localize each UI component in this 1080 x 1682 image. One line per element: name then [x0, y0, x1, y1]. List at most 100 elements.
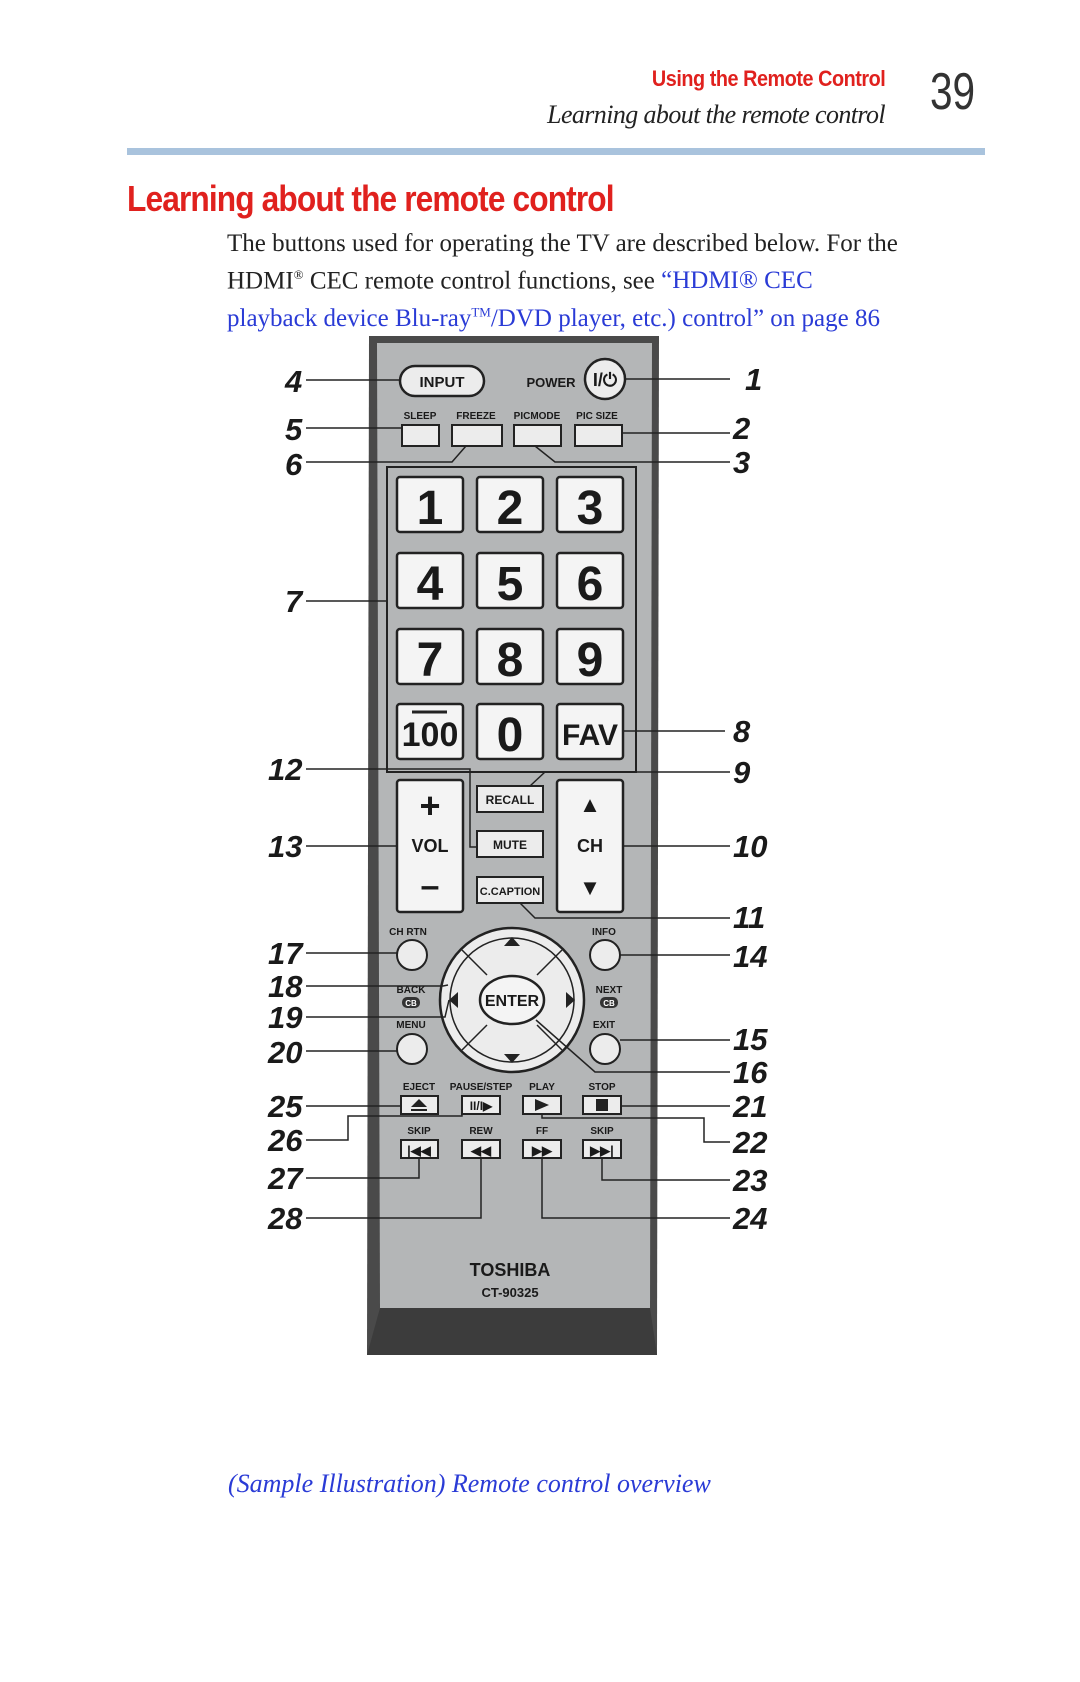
- dpad-divider: [461, 1024, 488, 1051]
- digit-0-label: 0: [497, 709, 524, 762]
- power-label: POWER: [526, 375, 576, 390]
- next-cb-label: CB: [603, 999, 615, 1008]
- hdmi-cec-link-c: /DVD player, etc.) control”: [490, 304, 765, 332]
- vol-label: VOL: [411, 836, 448, 856]
- digit-5-label: 5: [497, 558, 524, 611]
- mute-label: MUTE: [493, 838, 527, 852]
- callout-13: 13: [268, 829, 302, 864]
- back-label: BACK: [397, 985, 427, 996]
- brand-logo: TOSHIBA: [470, 1260, 551, 1280]
- header-rule: [127, 148, 985, 155]
- digit-6-label: 6: [577, 558, 604, 611]
- intro-hdmi: HDMI: [227, 267, 294, 295]
- callout-17: 17: [268, 936, 304, 971]
- callout-28: 28: [267, 1201, 303, 1236]
- callout-18: 18: [268, 969, 303, 1004]
- callout-23: 23: [732, 1163, 767, 1198]
- picsize-label: PIC SIZE: [576, 411, 618, 422]
- enter-label: ENTER: [485, 993, 540, 1010]
- running-header-subsection: Learning about the remote control: [547, 100, 886, 129]
- callout-14: 14: [733, 939, 767, 974]
- rew-label: REW: [469, 1126, 493, 1137]
- input-button-label: INPUT: [420, 374, 465, 391]
- intro-line-1: The buttons used for operating the TV ar…: [227, 230, 898, 257]
- callout-9: 9: [733, 755, 751, 790]
- eject-icon: [411, 1099, 427, 1107]
- back-cb-badge: [402, 997, 420, 1008]
- recall-button[interactable]: [476, 785, 544, 813]
- menu-button[interactable]: [396, 1033, 428, 1065]
- ccaption-button[interactable]: [476, 876, 544, 904]
- input-button[interactable]: [398, 364, 486, 398]
- sleep-button[interactable]: [401, 424, 440, 447]
- ch-down-label: ▼: [579, 875, 601, 900]
- ff-icon: ▶▶: [531, 1143, 553, 1158]
- recall-label: RECALL: [486, 793, 535, 807]
- power-button[interactable]: [583, 357, 627, 401]
- pausestep-button[interactable]: [461, 1095, 501, 1115]
- dpad-left-icon[interactable]: [449, 992, 458, 1008]
- digit-3-label: 3: [577, 482, 604, 535]
- keypad-outline: [386, 466, 637, 773]
- picmode-label: PICMODE: [514, 411, 561, 422]
- callout-2: 2: [732, 411, 750, 446]
- ch-label: CH: [577, 836, 603, 856]
- stop-label: STOP: [588, 1082, 615, 1093]
- chrtn-button[interactable]: [396, 939, 428, 971]
- running-header-section: Using the Remote Control: [651, 66, 886, 91]
- digit-0-button[interactable]: [475, 702, 545, 761]
- hdmi-cec-link-b: playback device Blu-ray: [227, 304, 472, 332]
- model-label: CT-90325: [481, 1285, 538, 1300]
- digit-100-button[interactable]: [395, 702, 465, 761]
- trademark-mark: TM: [471, 304, 491, 320]
- callout-4: 4: [284, 364, 302, 399]
- hdmi-cec-link[interactable]: “HDMI® CEC playback device Blu-rayTM/DVD …: [227, 267, 880, 331]
- hdmi-cec-link-a: “HDMI® CEC: [661, 267, 813, 295]
- digit-1-button[interactable]: [395, 475, 465, 534]
- figure-caption: (Sample Illustration) Remote control ove…: [228, 1469, 711, 1498]
- digit-100-label: 100: [402, 716, 459, 754]
- callout-25: 25: [267, 1089, 303, 1124]
- dpad-up-icon[interactable]: [504, 937, 520, 946]
- picmode-button[interactable]: [513, 424, 562, 447]
- menu-label: MENU: [396, 1020, 425, 1031]
- callout-20: 20: [267, 1035, 302, 1070]
- next-label: NEXT: [596, 985, 623, 996]
- digit-2-label: 2: [497, 482, 524, 535]
- callout-numbers: 1 2 3 4 5 6 7 8 9 10 11 12 13 14 15 16 1…: [267, 362, 768, 1236]
- chrtn-label: CH RTN: [389, 927, 427, 938]
- digit-8-label: 8: [497, 634, 524, 687]
- dpad-down-icon[interactable]: [504, 1054, 520, 1063]
- eject-label: EJECT: [403, 1082, 435, 1093]
- next-cb-badge: [600, 997, 618, 1008]
- dpad-right-icon[interactable]: [566, 992, 575, 1008]
- back-cb-label: CB: [405, 999, 417, 1008]
- digit-8-button[interactable]: [475, 627, 545, 686]
- digit-2-button[interactable]: [475, 475, 545, 534]
- callout-1: 1: [745, 362, 762, 397]
- ch-up-label: ▲: [579, 792, 601, 817]
- fav-label: FAV: [562, 719, 618, 752]
- callout-11: 11: [733, 900, 765, 935]
- callout-16: 16: [733, 1055, 768, 1090]
- picsize-button[interactable]: [574, 424, 623, 447]
- freeze-button[interactable]: [451, 424, 503, 447]
- callout-22: 22: [732, 1125, 767, 1160]
- exit-button[interactable]: [589, 1033, 621, 1065]
- callout-8: 8: [733, 714, 751, 749]
- ccaption-label: C.CAPTION: [480, 886, 541, 898]
- digit-9-button[interactable]: [555, 627, 625, 686]
- digit-6-button[interactable]: [555, 551, 625, 610]
- play-icon: [535, 1099, 549, 1111]
- callout-12: 12: [268, 752, 302, 787]
- digit-7-button[interactable]: [395, 627, 465, 686]
- digit-3-button[interactable]: [555, 475, 625, 534]
- vol-plus-label: +: [419, 785, 440, 826]
- info-button[interactable]: [589, 939, 621, 971]
- mute-button[interactable]: [476, 830, 544, 858]
- remote-bottom-edge: [367, 1308, 657, 1355]
- digit-5-button[interactable]: [475, 551, 545, 610]
- digit-4-button[interactable]: [395, 551, 465, 610]
- enter-button[interactable]: [478, 974, 546, 1026]
